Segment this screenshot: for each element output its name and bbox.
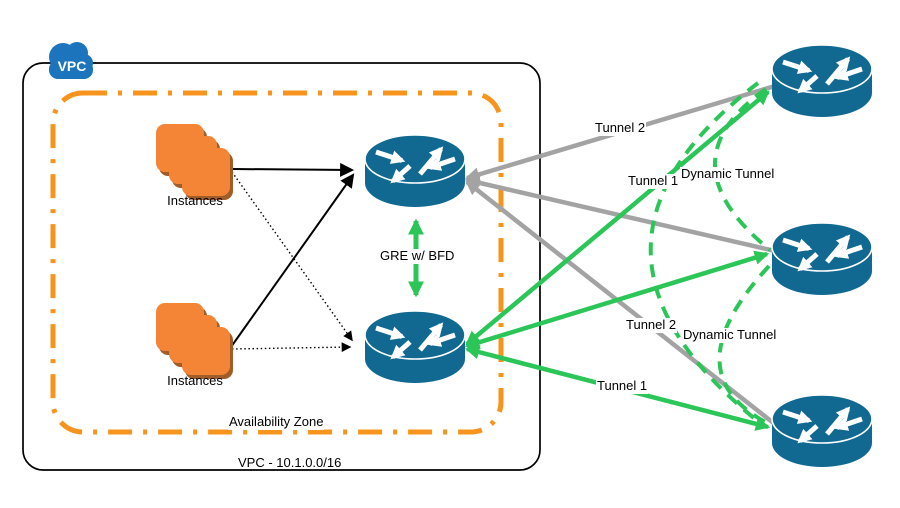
vpc-cloud-label: VPC (57, 58, 87, 74)
tunnel2-bottom-label: Tunnel 2 (625, 317, 678, 333)
vpc-router-2-icon (365, 311, 465, 383)
dynamic-tunnel-top-label: Dynamic Tunnel (680, 166, 776, 182)
gre-bfd-label: GRE w/ BFD (379, 248, 456, 264)
instances-bottom-label: Instances (167, 373, 223, 388)
tunnel1-top-label: Tunnel 1 (627, 173, 680, 189)
instances-top-to-router1-arrow (231, 162, 355, 177)
instances-bottom-to-router1-arrow (230, 173, 355, 348)
vpc-cidr-label: VPC - 10.1.0.0/16 (238, 455, 342, 470)
availability-zone-label: Availability Zone (228, 414, 325, 430)
remote-router-3-icon (772, 395, 872, 467)
dynamic-tunnel-curve-remote2-remote3 (717, 264, 771, 426)
instances-bottom-to-router2-dotted-arrow (231, 342, 352, 353)
availability-zone-boundary (50, 90, 504, 435)
vpc-cloud-icon (49, 42, 93, 79)
dynamic-tunnel-bottom-label: Dynamic Tunnel (682, 327, 778, 343)
tunnel1-bottom-label: Tunnel 1 (596, 378, 649, 394)
vpc-router-1-icon (365, 135, 465, 207)
instances-top-label: Instances (167, 193, 223, 208)
dynamic-tunnel-curve-remote1-remote2 (713, 87, 772, 252)
instances-top-icon (156, 124, 233, 200)
green-tunnel-line-to-remote2 (464, 250, 770, 350)
instances-top-to-router2-dotted-arrow (231, 171, 353, 342)
tunnel2-top-label: Tunnel 2 (594, 120, 647, 136)
dynamic-tunnel-curve-remote1-remote3 (648, 81, 767, 429)
vpc-boundary (22, 62, 541, 471)
remote-router-1-icon (772, 45, 872, 117)
instances-bottom-icon (156, 303, 233, 379)
remote-router-2-icon (772, 223, 872, 295)
